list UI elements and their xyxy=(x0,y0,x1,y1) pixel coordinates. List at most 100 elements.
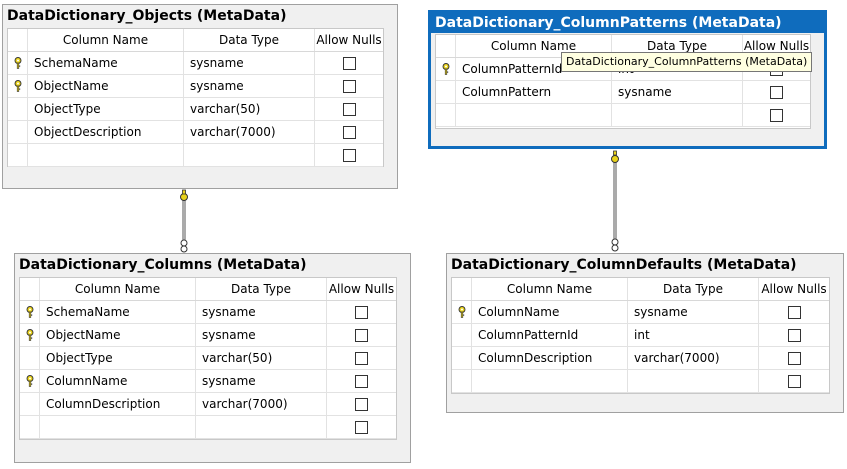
allow-nulls-checkbox[interactable] xyxy=(342,148,356,162)
allow-nulls-checkbox[interactable] xyxy=(342,102,356,116)
column-name-cell[interactable]: ObjectType xyxy=(40,347,196,369)
allow-nulls-checkbox[interactable] xyxy=(787,328,801,342)
data-type-cell[interactable] xyxy=(196,416,327,438)
column-name-cell[interactable]: ObjectType xyxy=(28,98,184,120)
data-type-cell[interactable]: sysname xyxy=(612,81,743,103)
row-key-cell xyxy=(8,98,28,120)
column-name-cell[interactable]: ColumnPattern xyxy=(456,81,612,103)
allow-nulls-checkbox[interactable] xyxy=(355,374,368,388)
header-column-name: Column Name xyxy=(472,278,628,300)
allow-nulls-checkbox[interactable] xyxy=(787,374,801,388)
relationship-columnpatterns-columndefaults[interactable] xyxy=(607,149,623,253)
allow-nulls-checkbox[interactable] xyxy=(770,108,783,122)
row-key-cell xyxy=(8,52,28,74)
column-name-cell[interactable]: ObjectDescription xyxy=(28,121,184,143)
allow-nulls-cell xyxy=(315,75,383,97)
header-key-cell xyxy=(436,35,456,57)
row-key-cell xyxy=(436,104,456,126)
column-name-cell[interactable] xyxy=(456,104,612,126)
allow-nulls-cell xyxy=(315,98,383,120)
infinity-end-icon xyxy=(180,239,188,253)
allow-nulls-checkbox[interactable] xyxy=(355,328,368,342)
table-datadictionary-objects[interactable]: DataDictionary_Objects (MetaData) Column… xyxy=(2,4,398,189)
allow-nulls-checkbox[interactable] xyxy=(787,351,801,365)
table-title[interactable]: DataDictionary_Columns (MetaData) xyxy=(15,254,410,276)
table-tooltip: DataDictionary_ColumnPatterns (MetaData) xyxy=(561,52,813,72)
allow-nulls-cell xyxy=(743,81,810,103)
data-type-cell[interactable]: varchar(50) xyxy=(196,347,327,369)
allow-nulls-checkbox[interactable] xyxy=(770,85,783,99)
table-title[interactable]: DataDictionary_Objects (MetaData) xyxy=(3,5,397,27)
table-title[interactable]: DataDictionary_ColumnDefaults (MetaData) xyxy=(447,254,843,276)
header-key-cell xyxy=(8,29,28,51)
allow-nulls-checkbox[interactable] xyxy=(342,125,356,139)
column-name-cell[interactable]: SchemaName xyxy=(28,52,184,74)
allow-nulls-cell xyxy=(315,121,383,143)
allow-nulls-checkbox[interactable] xyxy=(355,351,368,365)
primary-key-icon xyxy=(441,63,451,75)
allow-nulls-checkbox[interactable] xyxy=(342,79,356,93)
allow-nulls-cell xyxy=(327,347,396,369)
data-type-cell[interactable]: int xyxy=(628,324,759,346)
table-datadictionary-columnpatterns[interactable]: DataDictionary_ColumnPatterns (MetaData)… xyxy=(428,10,827,149)
column-name-cell[interactable]: ColumnDescription xyxy=(472,347,628,369)
data-type-cell[interactable]: sysname xyxy=(628,301,759,323)
column-name-cell[interactable]: ColumnDescription xyxy=(40,393,196,415)
column-name-cell[interactable] xyxy=(28,144,184,166)
data-type-cell[interactable]: sysname xyxy=(196,324,327,346)
data-type-cell[interactable]: varchar(7000) xyxy=(196,393,327,415)
table-row[interactable] xyxy=(436,104,810,127)
primary-key-icon xyxy=(13,80,23,92)
table-row[interactable] xyxy=(20,416,396,439)
data-type-cell[interactable]: sysname xyxy=(184,52,315,74)
row-key-cell xyxy=(20,347,40,369)
allow-nulls-checkbox[interactable] xyxy=(355,397,368,411)
data-type-cell[interactable]: sysname xyxy=(184,75,315,97)
data-type-cell[interactable]: varchar(7000) xyxy=(184,121,315,143)
column-name-cell[interactable] xyxy=(40,416,196,438)
table-title[interactable]: DataDictionary_ColumnPatterns (MetaData) xyxy=(431,13,824,33)
column-name-cell[interactable]: ColumnName xyxy=(472,301,628,323)
column-name-cell[interactable]: ObjectName xyxy=(28,75,184,97)
column-name-cell[interactable]: ColumnName xyxy=(40,370,196,392)
column-name-cell[interactable]: SchemaName xyxy=(40,301,196,323)
relationship-objects-columns[interactable] xyxy=(176,189,192,253)
data-type-cell[interactable]: varchar(7000) xyxy=(628,347,759,369)
table-row[interactable] xyxy=(8,144,383,167)
data-type-cell[interactable]: sysname xyxy=(196,370,327,392)
data-type-cell[interactable]: varchar(50) xyxy=(184,98,315,120)
allow-nulls-checkbox[interactable] xyxy=(342,56,356,70)
allow-nulls-cell xyxy=(315,144,383,166)
data-type-cell[interactable] xyxy=(184,144,315,166)
column-name-cell[interactable]: ObjectName xyxy=(40,324,196,346)
infinity-end-icon xyxy=(611,238,619,252)
table-datadictionary-columndefaults[interactable]: DataDictionary_ColumnDefaults (MetaData)… xyxy=(446,253,844,413)
data-type-cell[interactable] xyxy=(628,370,759,392)
data-type-cell[interactable] xyxy=(612,104,743,126)
data-type-cell[interactable]: sysname xyxy=(196,301,327,323)
column-name-cell[interactable] xyxy=(472,370,628,392)
row-key-cell xyxy=(20,416,40,438)
allow-nulls-checkbox[interactable] xyxy=(355,420,368,434)
column-name-cell[interactable]: ColumnPatternId xyxy=(472,324,628,346)
allow-nulls-checkbox[interactable] xyxy=(787,305,801,319)
allow-nulls-checkbox[interactable] xyxy=(355,305,368,319)
table-datadictionary-columns[interactable]: DataDictionary_Columns (MetaData) Column… xyxy=(14,253,411,463)
row-key-cell xyxy=(8,121,28,143)
table-row[interactable] xyxy=(452,370,829,393)
allow-nulls-cell xyxy=(743,104,810,126)
